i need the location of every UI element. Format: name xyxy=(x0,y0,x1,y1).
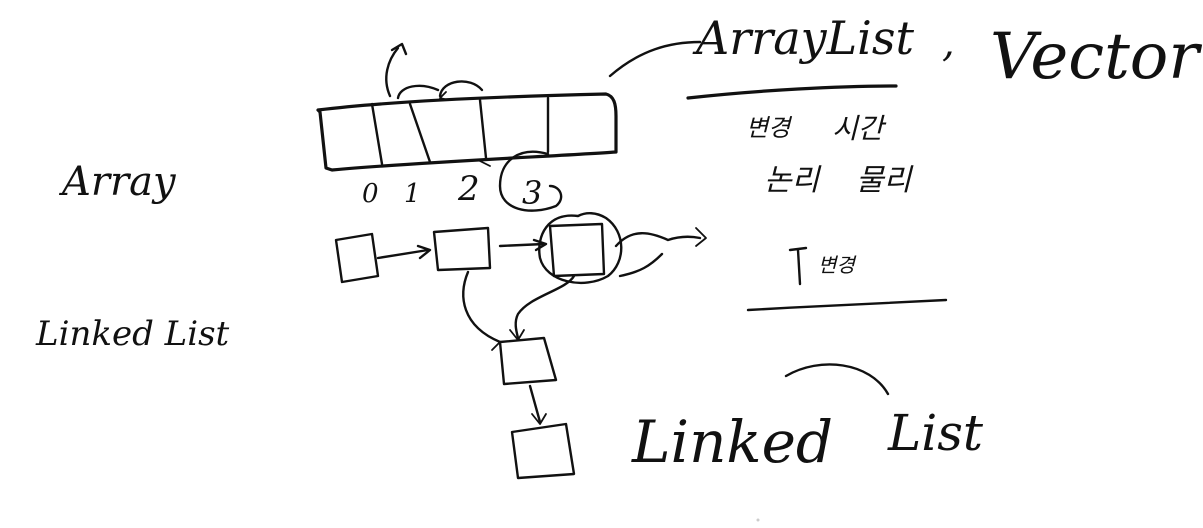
linked-title-word1: Linked xyxy=(631,408,833,476)
arraylist-underline xyxy=(686,84,898,100)
faint-dot xyxy=(756,518,760,522)
linked-list-top-row xyxy=(334,212,707,285)
index-3-circle xyxy=(498,150,563,212)
insert-arrow xyxy=(385,42,408,98)
array-index-2: 2 xyxy=(457,169,480,209)
array-index-1: 1 xyxy=(404,179,421,209)
linked-list-left-label: Linked List xyxy=(35,314,230,354)
linked-title-word2: List xyxy=(887,404,984,462)
linked-list-insertion xyxy=(462,270,576,480)
korean-time-label: 시간 xyxy=(832,112,887,145)
korean-physical-label: 물리 xyxy=(856,163,914,198)
bracket-mark xyxy=(788,246,808,286)
comma-label: , xyxy=(942,20,955,66)
node-circle xyxy=(538,212,623,285)
arraylist-label: ArrayList xyxy=(692,11,914,65)
korean-change-label: 변경 xyxy=(746,114,793,142)
korean-logical-label: 논리 xyxy=(764,163,822,198)
array-index-0: 0 xyxy=(362,179,379,209)
vector-label: Vector xyxy=(990,20,1202,94)
array-index-3: 3 xyxy=(522,174,542,212)
array-label: Array xyxy=(58,159,177,205)
connector-curve xyxy=(608,40,702,78)
array-box xyxy=(316,92,618,172)
notes-underline xyxy=(746,298,948,312)
shift-loops xyxy=(396,80,484,101)
korean-bracket-note: 변경 xyxy=(818,253,857,277)
linked-title-arc xyxy=(784,363,890,396)
index-2-tick xyxy=(477,159,491,167)
